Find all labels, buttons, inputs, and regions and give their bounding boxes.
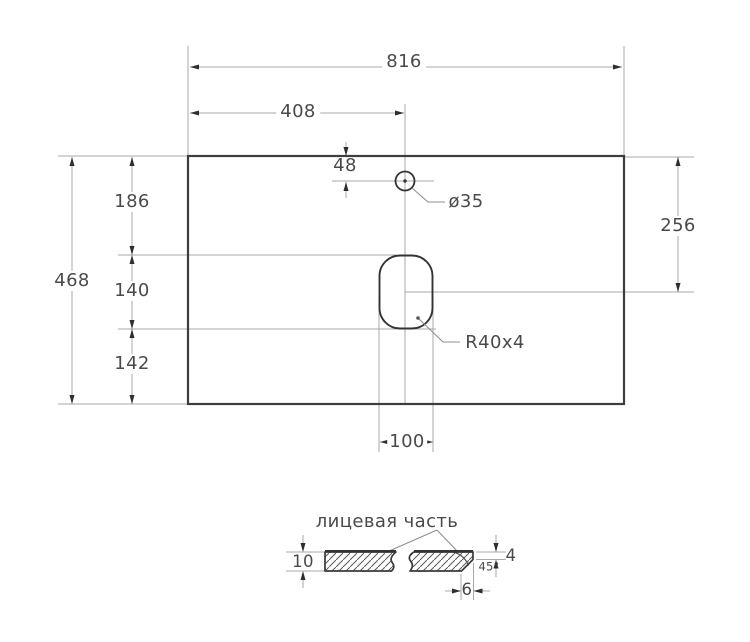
face-side-label: лицевая часть — [315, 511, 459, 532]
dim-chamfer-depth-label: 6 — [461, 579, 473, 599]
cutout-corner-label: R40x4 — [465, 332, 525, 353]
countertop-outline — [186, 154, 626, 406]
dim-bottom-segment-label: 142 — [110, 354, 154, 374]
section-left-piece — [324, 551, 397, 572]
dim-cutout-width-label: 100 — [387, 431, 427, 452]
leader-lines — [387, 187, 470, 566]
hole-diameter-label: ø35 — [448, 191, 484, 212]
section-view — [324, 550, 474, 572]
cutout-radius-leader-dot — [416, 316, 420, 320]
dim-top-segment-label: 186 — [110, 192, 154, 212]
dim-hole-from-top-label: 48 — [333, 155, 357, 176]
section-right-piece — [408, 551, 474, 572]
faucet-hole — [394, 170, 416, 192]
dim-overall-depth-label: 468 — [50, 271, 94, 291]
dim-edge-height-label: 4 — [505, 545, 517, 565]
dim-middle-segment-label: 140 — [110, 281, 154, 301]
extension-lines — [58, 46, 694, 600]
chamfer-angle-label: 45° — [478, 559, 500, 574]
faucet-hole-center — [403, 179, 407, 183]
face-side-leader — [387, 529, 458, 553]
dim-thickness-label: 10 — [292, 551, 314, 571]
dim-half-width-label: 408 — [276, 102, 320, 122]
drain-cutout — [378, 254, 434, 330]
dim-hole-from-right-label: 256 — [656, 216, 700, 236]
hole-diameter-leader — [411, 187, 445, 203]
dim-overall-width-label: 816 — [382, 52, 426, 72]
cutout-radius-leader — [417, 317, 460, 343]
plan-view — [186, 154, 626, 406]
